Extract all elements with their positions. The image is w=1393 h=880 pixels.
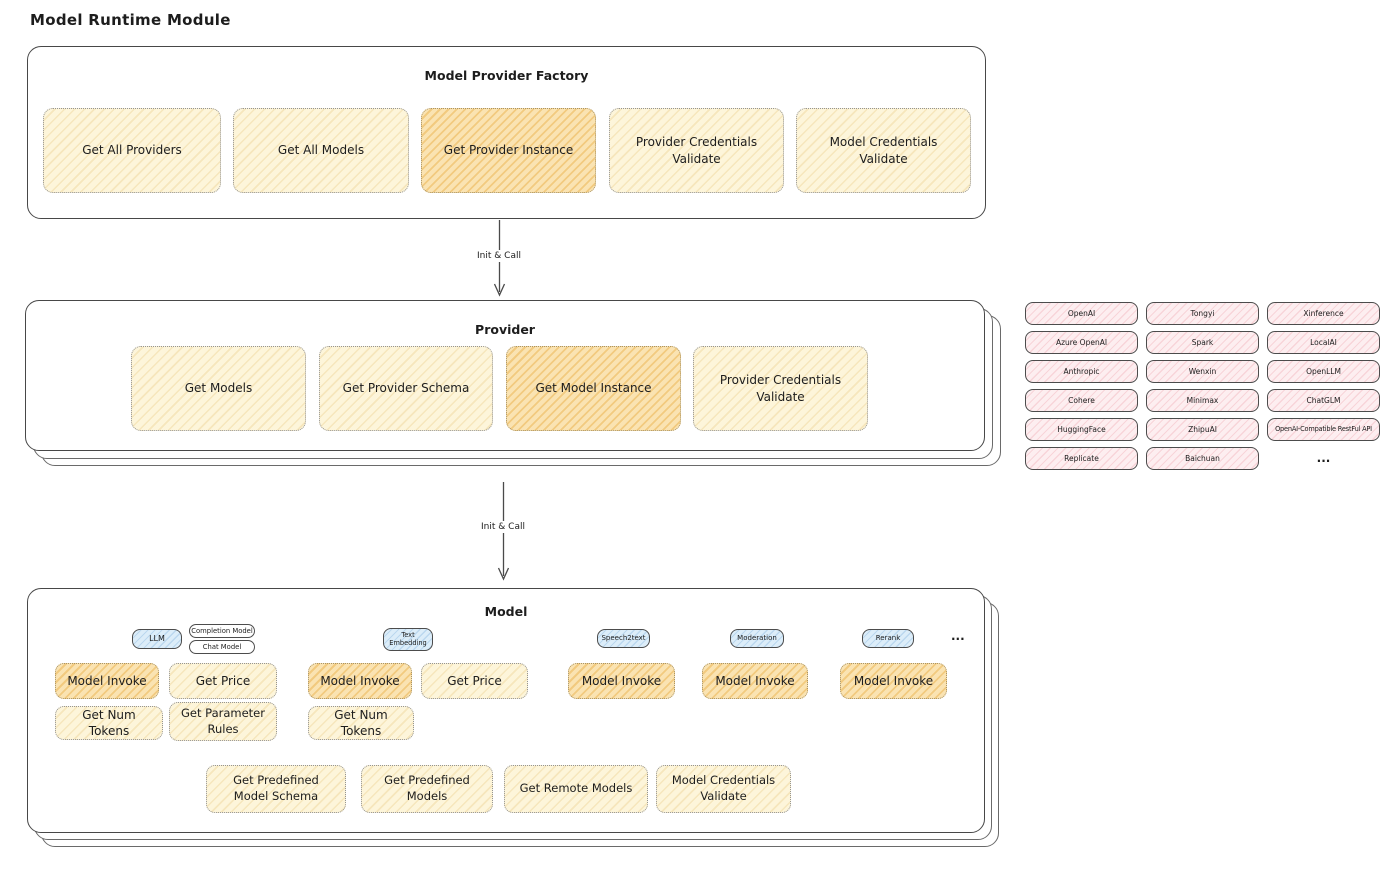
provider-replicate: Replicate <box>1025 447 1138 470</box>
provider-azure-openai: Azure OpenAI <box>1025 331 1138 354</box>
node-get-num-tokens-text-embedding: Get Num Tokens <box>308 706 414 740</box>
providers-ellipsis: ... <box>1316 451 1331 466</box>
tab-completion-model: Completion Model <box>189 624 255 638</box>
node-provider-credentials-validate-2: Provider Credentials Validate <box>693 346 868 431</box>
node-model-invoke-text-embedding: Model Invoke <box>308 663 412 699</box>
model-tabs-ellipsis: ... <box>951 629 965 643</box>
provider-baichuan: Baichuan <box>1146 447 1259 470</box>
node-model-invoke-moderation: Model Invoke <box>702 663 808 699</box>
provider-wenxin: Wenxin <box>1146 360 1259 383</box>
provider-chatglm: ChatGLM <box>1267 389 1380 412</box>
tab-speech2text: Speech2text <box>597 629 650 648</box>
node-get-remote-models: Get Remote Models <box>504 765 648 813</box>
tab-text-embedding: Text Embedding <box>383 628 433 651</box>
provider-section: Provider Get Models Get Provider Schema … <box>25 300 985 451</box>
node-get-num-tokens-llm: Get Num Tokens <box>55 706 163 740</box>
provider-zhipuai: ZhipuAI <box>1146 418 1259 441</box>
tab-rerank: Rerank <box>862 629 914 648</box>
provider-huggingface: HuggingFace <box>1025 418 1138 441</box>
node-get-provider-instance: Get Provider Instance <box>421 108 596 193</box>
provider-cohere: Cohere <box>1025 389 1138 412</box>
node-get-parameter-rules: Get Parameter Rules <box>169 702 277 741</box>
node-get-all-models: Get All Models <box>233 108 409 193</box>
provider-section-title: Provider <box>475 322 535 337</box>
node-model-invoke-speech2text: Model Invoke <box>568 663 675 699</box>
node-get-model-instance: Get Model Instance <box>506 346 681 431</box>
provider-localai: LocalAI <box>1267 331 1380 354</box>
provider-anthropic: Anthropic <box>1025 360 1138 383</box>
provider-spark: Spark <box>1146 331 1259 354</box>
node-get-price-llm: Get Price <box>169 663 277 699</box>
provider-openai: OpenAI <box>1025 302 1138 325</box>
node-provider-credentials-validate: Provider Credentials Validate <box>609 108 784 193</box>
node-get-predefined-models: Get Predefined Models <box>361 765 493 813</box>
init-call-label-2: Init & Call <box>473 521 533 533</box>
node-get-models: Get Models <box>131 346 306 431</box>
factory-section-title: Model Provider Factory <box>424 68 589 83</box>
model-section-title: Model <box>484 604 528 619</box>
providers-grid: OpenAI Tongyi Xinference Azure OpenAI Sp… <box>1025 302 1380 470</box>
tab-chat-model: Chat Model <box>189 640 255 654</box>
provider-openai-compatible-restful-api: OpenAI-Compatible RestFul API <box>1267 418 1380 441</box>
node-get-provider-schema: Get Provider Schema <box>319 346 493 431</box>
node-model-credentials-validate-2: Model Credentials Validate <box>656 765 791 813</box>
tab-moderation: Moderation <box>730 629 784 648</box>
node-model-credentials-validate: Model Credentials Validate <box>796 108 971 193</box>
node-get-price-text-embedding: Get Price <box>421 663 528 699</box>
provider-xinference: Xinference <box>1267 302 1380 325</box>
provider-openllm: OpenLLM <box>1267 360 1380 383</box>
provider-tongyi: Tongyi <box>1146 302 1259 325</box>
node-get-all-providers: Get All Providers <box>43 108 221 193</box>
init-call-label-1: Init & Call <box>469 250 529 262</box>
node-model-invoke-rerank: Model Invoke <box>840 663 947 699</box>
node-get-predefined-model-schema: Get Predefined Model Schema <box>206 765 346 813</box>
node-model-invoke-llm: Model Invoke <box>55 663 159 699</box>
page-title: Model Runtime Module <box>30 11 231 29</box>
tab-llm: LLM <box>132 629 182 649</box>
factory-section: Model Provider Factory Get All Providers… <box>27 46 986 219</box>
provider-minimax: Minimax <box>1146 389 1259 412</box>
model-section: Model LLM Completion Model Chat Model Te… <box>27 588 985 833</box>
